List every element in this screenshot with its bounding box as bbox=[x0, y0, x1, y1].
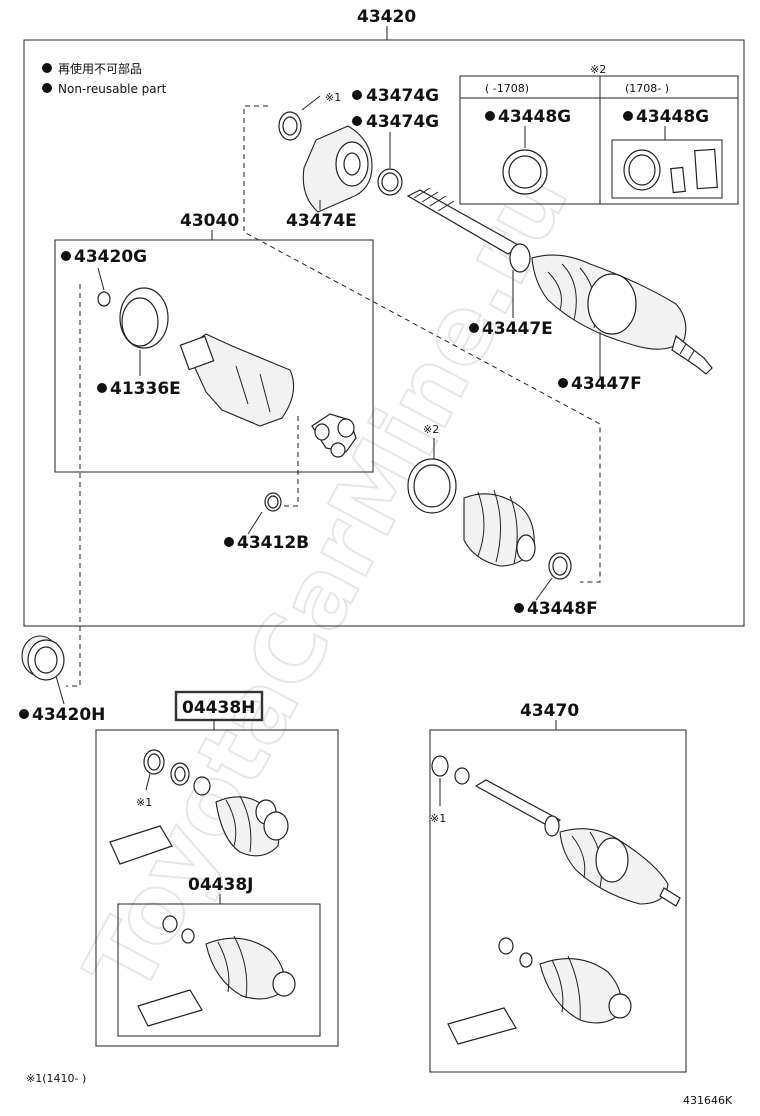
note-box-43448G: ※2 ( -1708) (1708- ) 43448G 43448G bbox=[459, 63, 739, 205]
part-label-04438J[interactable]: 04438J bbox=[188, 875, 253, 895]
assembly-43420: 43420 bbox=[23, 7, 745, 627]
mark-1: ※1 bbox=[136, 796, 152, 809]
snap-ring-icon bbox=[162, 915, 178, 933]
drive-shaft-icon bbox=[474, 779, 561, 829]
part-label-43420G[interactable]: 43420G bbox=[74, 247, 147, 267]
highlighted-part-frame bbox=[174, 690, 264, 722]
grease-pack-icon bbox=[447, 1007, 517, 1045]
part-label-43448G-left[interactable]: 43448G bbox=[498, 107, 571, 127]
box-04438J bbox=[117, 903, 321, 1037]
part-43412B: 43412B bbox=[224, 492, 309, 553]
part-label-43470[interactable]: 43470 bbox=[520, 701, 579, 721]
part-label-43447F[interactable]: 43447F bbox=[571, 374, 642, 394]
non-reusable-dot-icon bbox=[42, 83, 52, 93]
clamp-icon bbox=[431, 755, 449, 777]
part-label-43448F[interactable]: 43448F bbox=[527, 599, 598, 619]
part-label-43420H[interactable]: 43420H bbox=[32, 705, 105, 725]
part-label-04438H[interactable]: 04438H bbox=[182, 698, 255, 718]
part-label-43412B[interactable]: 43412B bbox=[237, 533, 309, 553]
part-43420H: 43420H bbox=[19, 635, 105, 725]
legend-en: Non-reusable part bbox=[58, 82, 167, 96]
boot-clamp-icon bbox=[509, 243, 531, 273]
box-43470 bbox=[429, 729, 687, 1073]
footnote: ※1(1410- ) bbox=[26, 1072, 86, 1085]
box-43040 bbox=[54, 239, 374, 473]
boot-clamp-large-icon bbox=[587, 273, 637, 335]
legend-jp: 再使用不可部品 bbox=[58, 61, 142, 76]
snap-ring-icon bbox=[193, 776, 211, 796]
grease-pack-icon bbox=[137, 989, 203, 1027]
box-04438H bbox=[95, 729, 339, 1047]
assembly-43470: 43470 ※1 bbox=[429, 701, 687, 1073]
mark-2: ※2 bbox=[423, 423, 439, 436]
snap-ring-icon bbox=[181, 928, 195, 944]
note-mark: ※2 bbox=[590, 63, 606, 76]
note-col-left-header: ( -1708) bbox=[485, 82, 529, 95]
outboard-spline-icon bbox=[659, 887, 681, 907]
part-43474E: 43474E bbox=[286, 125, 373, 231]
inboard-boot-icon bbox=[539, 958, 623, 1024]
part-label-41336E[interactable]: 41336E bbox=[110, 379, 181, 399]
legend: 再使用不可部品 Non-reusable part bbox=[42, 61, 167, 96]
mark-1: ※1 bbox=[430, 812, 446, 825]
part-label-43474G-a[interactable]: 43474G bbox=[366, 86, 439, 106]
part-label-43448G-right[interactable]: 43448G bbox=[636, 107, 709, 127]
snap-ring-icon bbox=[454, 767, 470, 785]
assembly-43040: 43040 43420G 41336E bbox=[54, 211, 374, 473]
part-label-43447E[interactable]: 43447E bbox=[482, 319, 553, 339]
watermark: ToyotaCarMine.ru bbox=[65, 152, 589, 1010]
outboard-shaft: 43447E 43447F bbox=[406, 187, 713, 394]
kit-04438H: 04438H ※1 04438J bbox=[95, 690, 339, 1047]
part-label-43420[interactable]: 43420 bbox=[357, 7, 416, 27]
snap-ring-icon bbox=[498, 937, 514, 955]
part-label-43474G-b[interactable]: 43474G bbox=[366, 112, 439, 132]
part-label-43040[interactable]: 43040 bbox=[180, 211, 239, 231]
grease-pack-icon bbox=[109, 825, 173, 865]
box-43420 bbox=[23, 39, 745, 627]
mark-1: ※1 bbox=[325, 91, 341, 104]
note-col-right-header: (1708- ) bbox=[625, 82, 669, 95]
non-reusable-dot-icon bbox=[42, 63, 52, 73]
diagram-code: 431646K bbox=[683, 1094, 733, 1107]
snap-ring-icon bbox=[97, 291, 111, 307]
snap-ring-icon bbox=[519, 952, 533, 968]
part-label-43474E[interactable]: 43474E bbox=[286, 211, 357, 231]
part-43474G-ring: 43474G bbox=[352, 112, 439, 196]
inboard-boot-group: ※2 43448F bbox=[407, 423, 598, 619]
part-43474G-small: ※1 43474G bbox=[278, 86, 439, 141]
